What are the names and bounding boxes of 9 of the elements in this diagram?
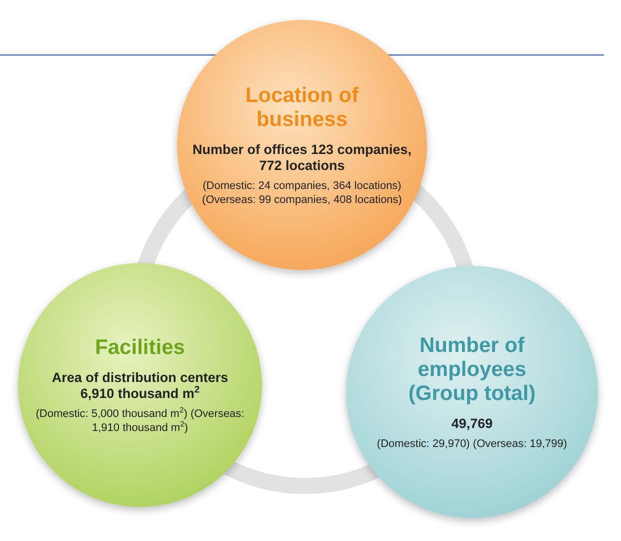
detail-text: (Domestic: 29,970) (Overseas: 19,799) — [376, 436, 568, 450]
detail-text: (Domestic: 5,000 thousand m$^{2}$) (Overseas: 1,910 thousand m$^{2}$) — [35, 406, 245, 434]
figure-text: 49,769 — [451, 416, 493, 432]
figure-text: Number of offices 123 companies, 772 locations — [191, 142, 413, 174]
circle-heading: Number of employees (Group total) — [407, 334, 537, 406]
detail-text: (Domestic: 24 companies, 364 locations) (Overseas: 99 companies, 408 locations) — [201, 178, 403, 206]
circle-heading: Facilities — [95, 336, 185, 360]
circle-heading: Location of business — [244, 84, 360, 132]
figure-text: Area of distribution centers 6,910 thousand m$^{2}$ — [50, 370, 230, 402]
